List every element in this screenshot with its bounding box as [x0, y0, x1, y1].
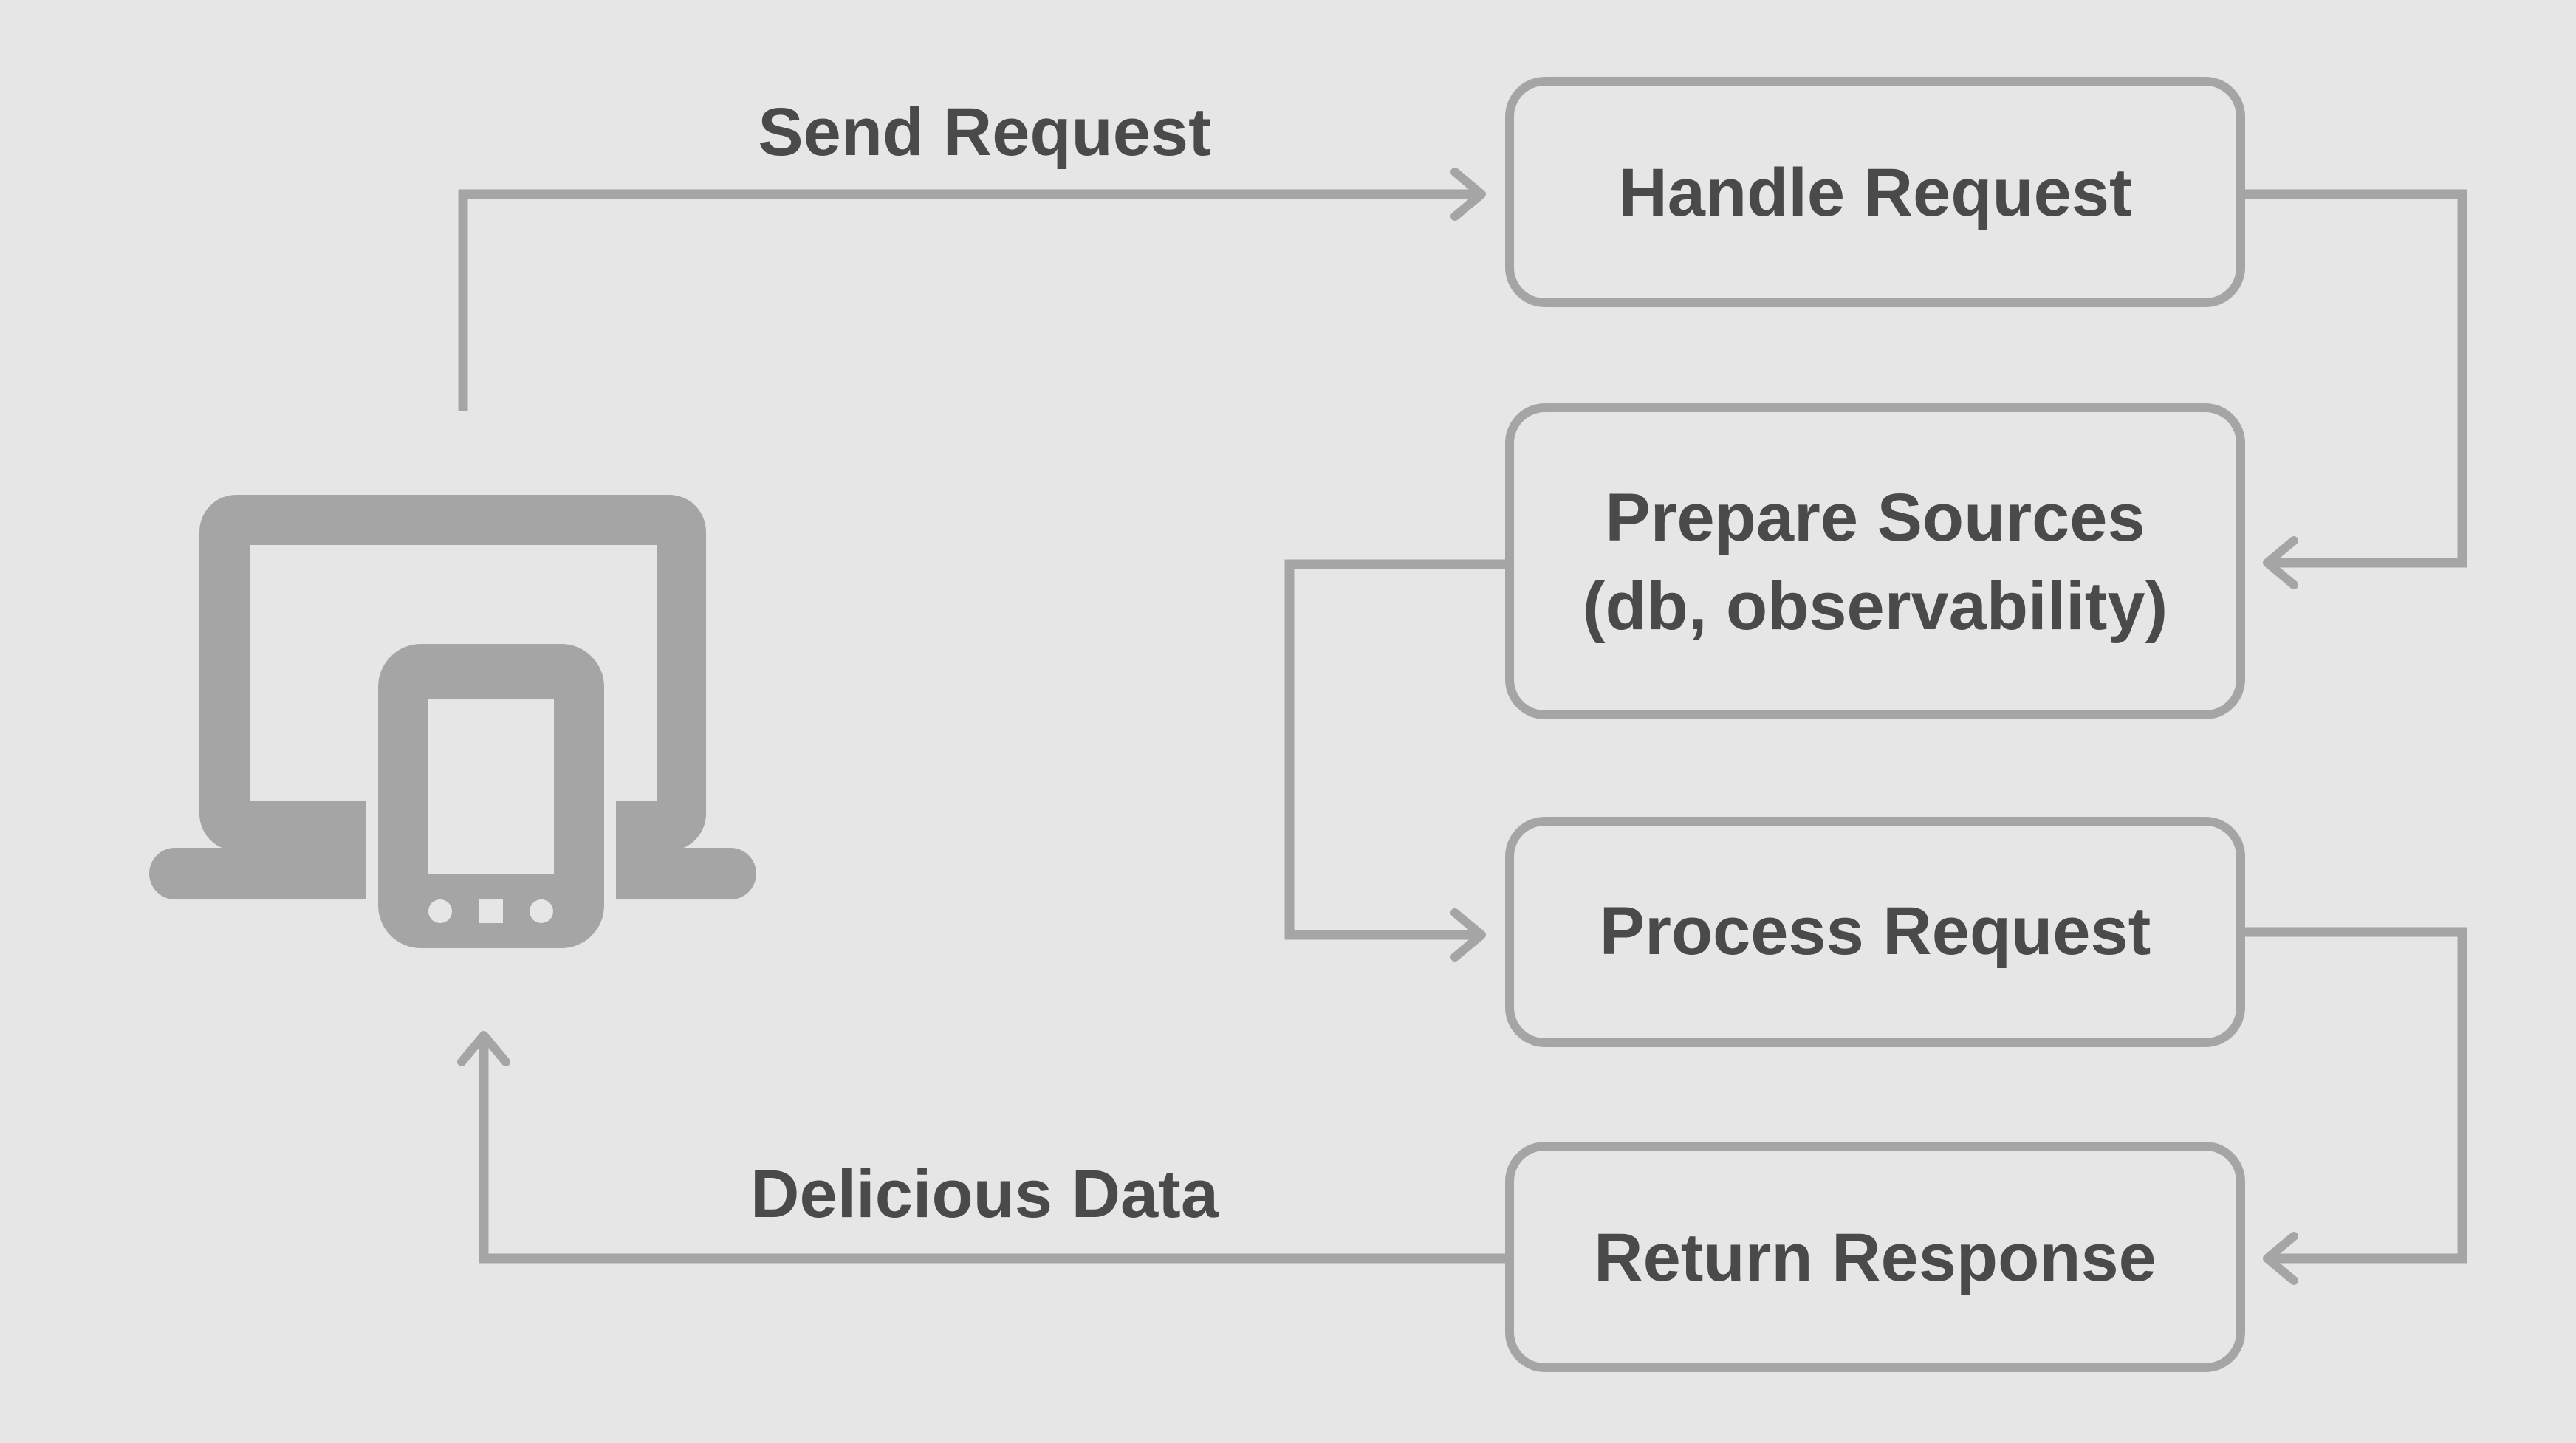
arrowhead-icon	[1450, 908, 1486, 962]
handle-to-prepare-connector	[2241, 189, 2467, 589]
node-prepare-sources: Prepare Sources (db, observability)	[1505, 403, 2245, 719]
delicious-data-connector	[457, 1031, 1510, 1264]
arrowhead-icon	[2263, 1232, 2298, 1285]
prepare-to-process-connector	[1284, 559, 1510, 962]
arrowhead-icon	[1450, 168, 1486, 221]
process-request-label: Process Request	[1600, 894, 2151, 969]
send-request-label: Send Request	[758, 95, 1210, 170]
laptop-phone-devices-icon	[149, 495, 756, 959]
handle-request-label: Handle Request	[1618, 155, 2131, 230]
node-return-response: Return Response	[1505, 1142, 2245, 1372]
node-process-request: Process Request	[1505, 817, 2245, 1047]
arrowhead-icon	[2263, 536, 2298, 589]
prepare-sources-label-line2: (db, observability)	[1583, 569, 2168, 644]
node-handle-request: Handle Request	[1505, 77, 2245, 307]
delicious-data-label: Delicious Data	[750, 1156, 1219, 1232]
prepare-sources-label-line1: Prepare Sources	[1605, 480, 2145, 555]
arrowhead-icon	[457, 1031, 510, 1066]
process-to-return-connector	[2241, 927, 2467, 1285]
send-request-connector	[458, 168, 1486, 411]
return-response-label: Return Response	[1594, 1220, 2157, 1295]
